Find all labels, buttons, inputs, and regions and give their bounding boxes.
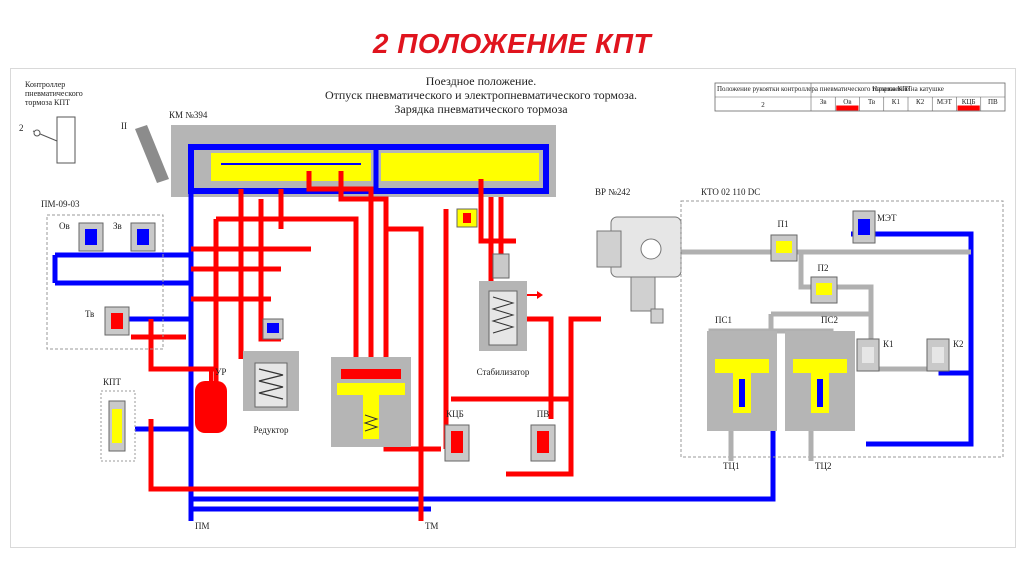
ps1-valve: [707, 331, 777, 431]
pm0903-frame: [46, 214, 164, 350]
valve-col-header-3: К1: [892, 98, 901, 106]
tm-label: ТМ: [425, 521, 438, 531]
relay-valve: [331, 357, 411, 447]
vr-label: ВР №242: [595, 187, 630, 197]
ps2-valve: [785, 331, 855, 431]
ktsb-label: КЦБ: [446, 409, 464, 419]
zv-valve: [130, 222, 156, 252]
red-pipes: [131, 171, 601, 492]
header-line-3: Зарядка пневматического тормоза: [394, 102, 568, 116]
reductor: [243, 318, 299, 411]
reductor-label: Редуктор: [254, 425, 289, 435]
tts2-label: ТЦ2: [815, 461, 832, 471]
k1-label: К1: [883, 339, 894, 349]
tv-valve: [104, 306, 130, 336]
ov-valve: [78, 222, 104, 252]
valve-energized-mark-6: [957, 105, 980, 111]
header-line-2: Отпуск пневматического и электропневмати…: [325, 88, 637, 102]
kpt-label: КПТ: [103, 377, 122, 387]
k2-label: К2: [953, 339, 964, 349]
km-label: КМ №394: [169, 110, 208, 120]
valve-col-header-6: КЦБ: [962, 98, 976, 106]
p2-label: П2: [818, 263, 829, 273]
controller-caption-3: тормоза КПТ: [25, 98, 70, 107]
check-valve-yellow: [456, 208, 478, 228]
valve-table-position: 2: [761, 101, 765, 109]
ps1-label: ПС1: [715, 315, 732, 325]
vr242: [596, 216, 682, 324]
ps2-label: ПС2: [821, 315, 838, 325]
k1-valve: [856, 338, 880, 372]
valve-table: Положение рукоятки контроллера пневматич…: [714, 82, 1006, 112]
zv-label: Зв: [113, 221, 122, 231]
ov-label: Ов: [59, 221, 70, 231]
kto-label: КТО 02 110 DC: [701, 187, 760, 197]
stabilizer-label: Стабилизатор: [477, 367, 530, 377]
km-spool-left: [211, 153, 371, 181]
valve-col-header-5: МЭТ: [937, 98, 953, 106]
scheme-svg: Поездное положение. Отпуск пневматическо…: [19, 74, 1006, 531]
controller-caption-2: пневматического: [25, 89, 83, 98]
km-spool-right: [381, 153, 539, 181]
p1-label: П1: [778, 219, 789, 229]
header-line-1: Поездное положение.: [426, 74, 536, 88]
tv-label: Тв: [85, 309, 94, 319]
km-handle: [135, 125, 169, 183]
kpt-valve: [100, 390, 136, 462]
tts1-label: ТЦ1: [723, 461, 740, 471]
valve-col-header-2: Тв: [868, 98, 876, 106]
controller-pos-right: II: [121, 121, 127, 131]
pm0903-label: ПМ-09-03: [41, 199, 80, 209]
controller-pos-left: 2: [19, 123, 24, 133]
valve-table-header-left: Положение рукоятки контроллера пневматич…: [717, 85, 912, 93]
k2-valve: [926, 338, 950, 372]
slide-title: 2 ПОЛОЖЕНИЕ КПТ: [372, 28, 652, 59]
met-label: МЭТ: [877, 213, 897, 223]
valve-col-header-7: ПВ: [988, 98, 998, 106]
met-valve: [852, 210, 876, 244]
valve-table-header-right: Напряжение на катушке: [872, 85, 944, 93]
pv-label: ПВ: [537, 409, 550, 419]
stabilizer: [479, 253, 543, 351]
controller-caption-1: Контроллер: [25, 80, 65, 89]
valve-col-header-4: К2: [916, 98, 925, 106]
valve-col-header-0: Зв: [820, 98, 828, 106]
p1-valve: [770, 234, 798, 262]
valve-energized-mark-1: [836, 105, 859, 111]
ktsb-valve: [444, 424, 470, 462]
pneumatic-scheme: Поездное положение. Отпуск пневматическо…: [10, 68, 1016, 548]
valve-col-header-1: Ов: [843, 98, 852, 106]
kto-frame: [680, 200, 1004, 458]
controller-icon: [32, 116, 76, 164]
p2-valve: [810, 276, 838, 304]
pv-valve: [530, 424, 556, 462]
ur-reservoir: [195, 369, 227, 433]
ur-label: УР: [215, 367, 226, 377]
pm-label: ПМ: [195, 521, 210, 531]
